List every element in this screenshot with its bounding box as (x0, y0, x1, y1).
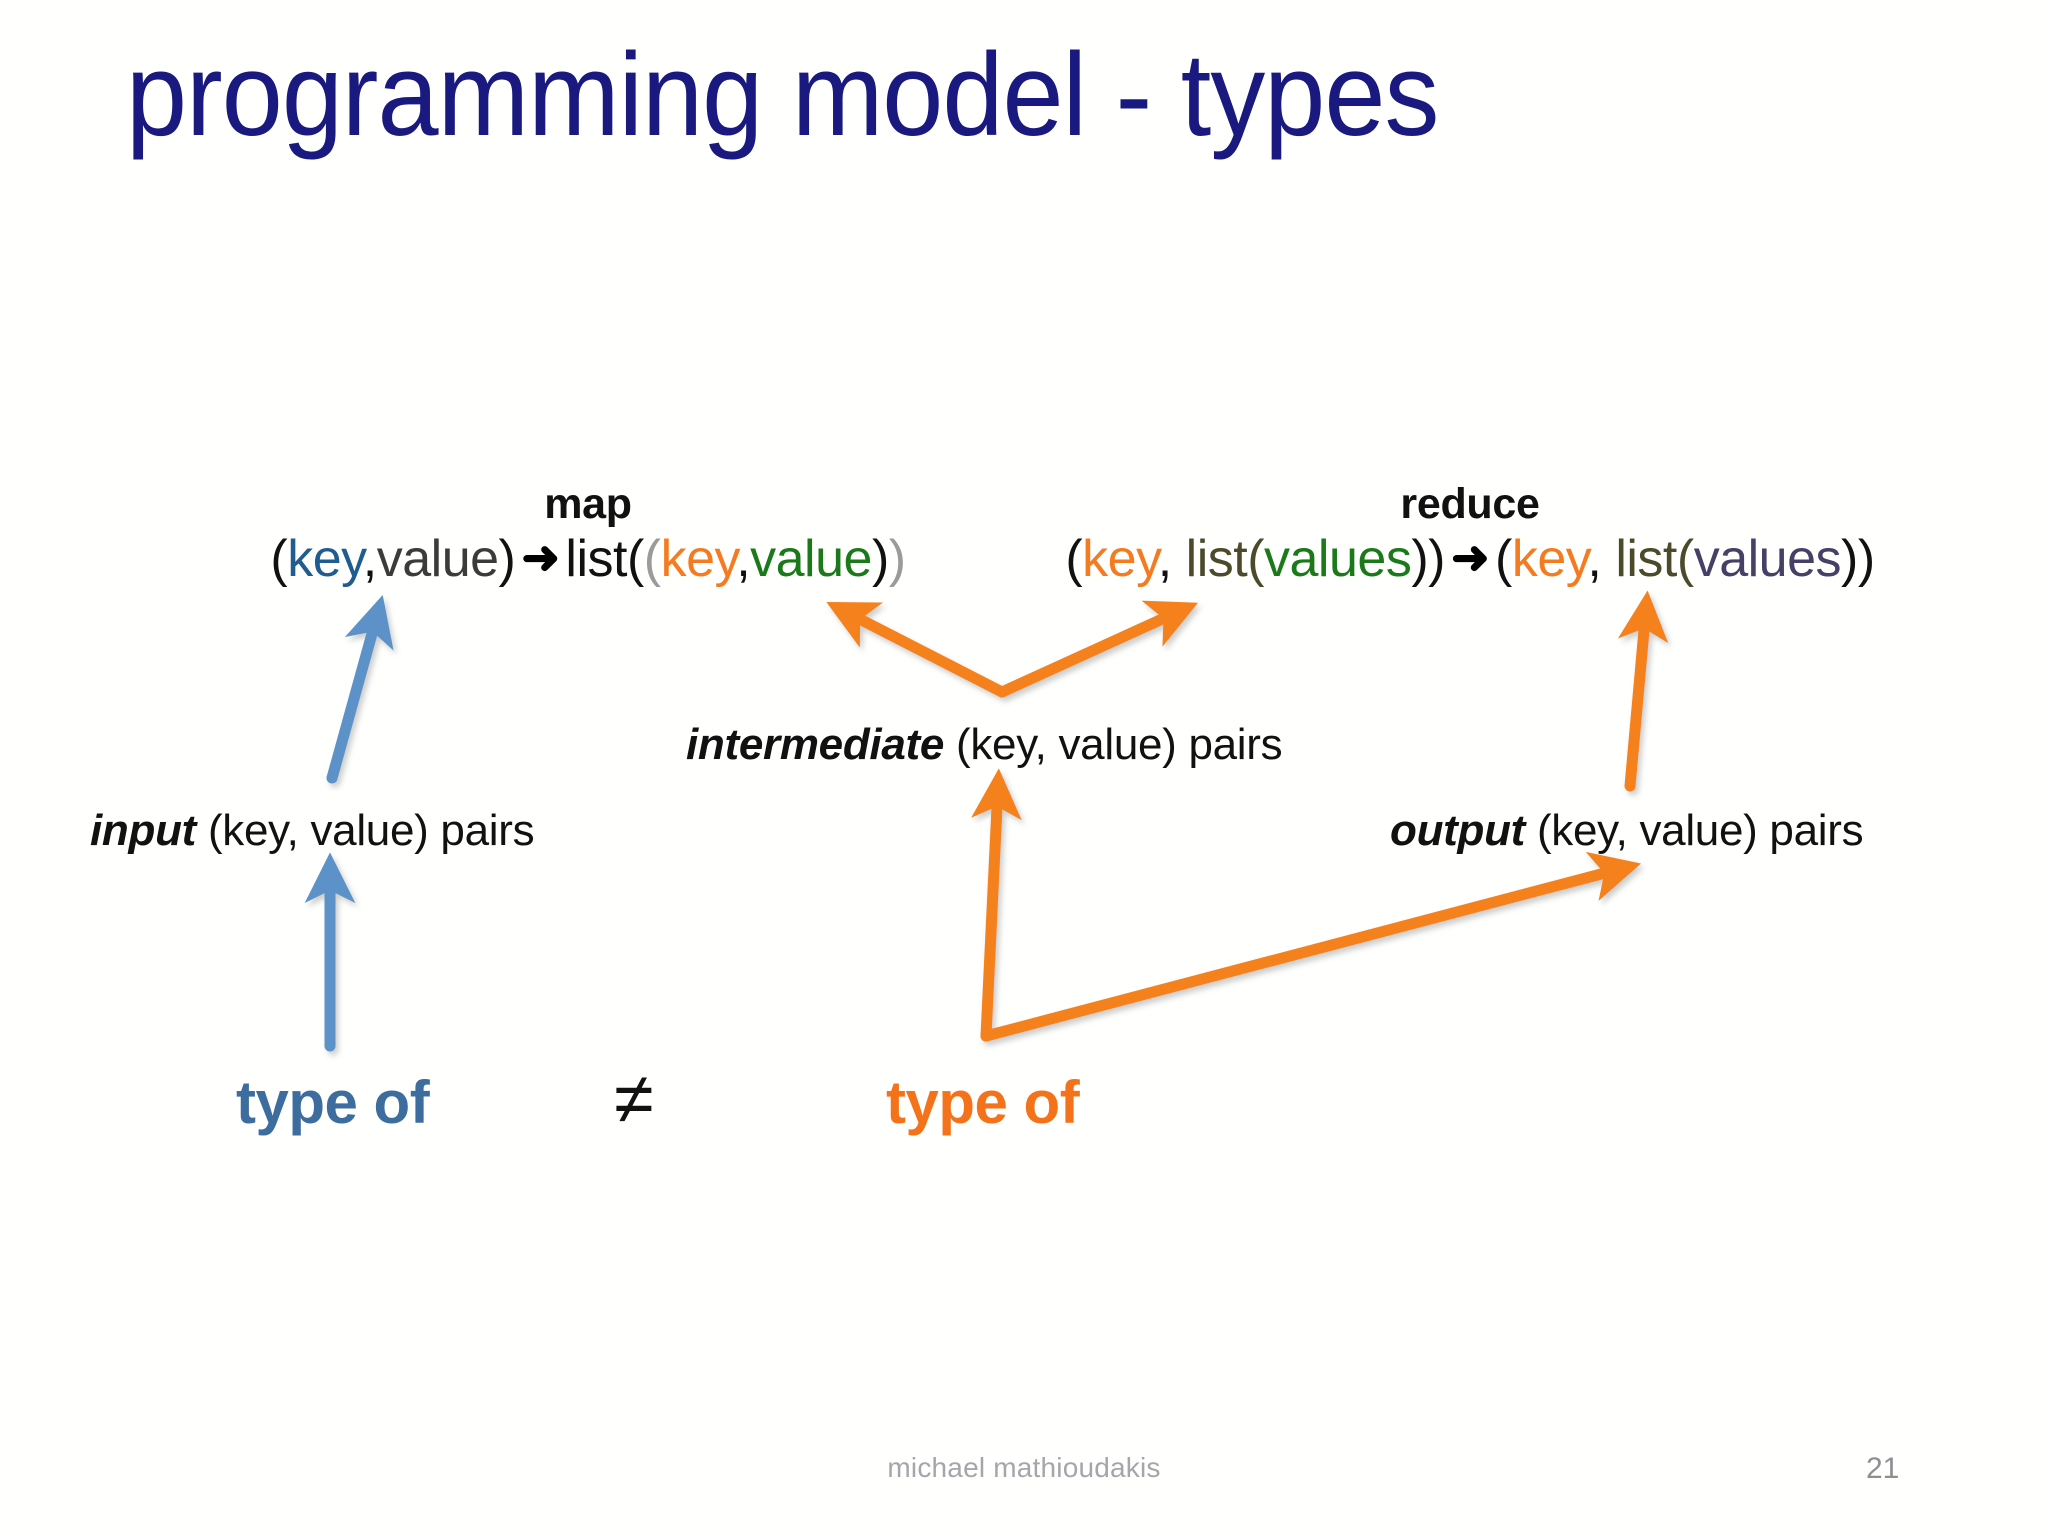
orange-arrow-v-right (996, 600, 1199, 698)
intermediate-emphasis: intermediate (686, 720, 945, 769)
map-function-name: map (544, 480, 632, 528)
reduce-out-key: key (1511, 530, 1588, 589)
map-out-key: key (660, 530, 737, 589)
map-out-comma: , (736, 530, 751, 589)
map-in-open-paren: ( (270, 530, 288, 589)
map-list-word: list( (565, 530, 644, 589)
reduce-out-list: list( (1615, 530, 1694, 589)
footer-author: michael mathioudakis (887, 1452, 1161, 1483)
map-arrow-icon: ➜ (521, 531, 560, 584)
reduce-function-name: reduce (1400, 480, 1540, 528)
output-rest: (key, value) pairs (1525, 806, 1864, 855)
reduce-in-comma: , (1157, 530, 1186, 589)
map-out-open-paren: ( (643, 530, 661, 589)
reduce-function-signature: (key, list(values))➜(key, list(values)) (1040, 529, 1900, 590)
map-in-value: value (376, 530, 499, 589)
orange-arrow-to-output (980, 851, 1642, 1042)
orange-arrow-to-intermediate (971, 768, 1022, 1042)
reduce-in-values: values (1264, 530, 1412, 589)
reduce-in-open-paren: ( (1065, 530, 1083, 589)
orange-arrow-v-left (826, 601, 1008, 698)
type-of-input-label: type of (236, 1069, 430, 1136)
not-equal-icon: ≠ (614, 1059, 654, 1139)
output-pairs-label: output (key, value) pairs (1390, 806, 1864, 856)
map-function-block: map (key,value)➜list((key,value)) (258, 480, 918, 591)
slide-page-number: 21 (1866, 1452, 1900, 1485)
reduce-arrow-icon: ➜ (1450, 531, 1490, 584)
reduce-function-block: reduce (key, list(values))➜(key, list(va… (1040, 480, 1900, 591)
map-list-close: ) (888, 530, 906, 589)
map-in-close-paren: ) (498, 530, 516, 589)
blue-arrow-to-map-input (326, 595, 394, 784)
reduce-in-list: list( (1185, 530, 1265, 589)
intermediate-pairs-label: intermediate (key, value) pairs (686, 720, 1283, 770)
input-rest: (key, value) pairs (196, 806, 535, 855)
reduce-in-key: key (1082, 530, 1158, 589)
map-in-comma: , (362, 530, 377, 589)
reduce-in-close: )) (1411, 530, 1445, 589)
input-emphasis: input (90, 806, 197, 855)
orange-arrow-to-reduce-output (1617, 590, 1669, 792)
output-emphasis: output (1390, 806, 1526, 855)
type-of-intermediate-label: type of (886, 1069, 1080, 1136)
map-out-close-paren: ) (871, 530, 889, 589)
map-out-value: value (750, 530, 872, 589)
input-pairs-label: input (key, value) pairs (90, 806, 535, 856)
page-title: programming model - types (126, 29, 1439, 161)
reduce-out-close: )) (1841, 530, 1875, 589)
reduce-out-open-paren: ( (1495, 530, 1512, 589)
map-function-signature: (key,value)➜list((key,value)) (258, 529, 918, 590)
reduce-out-comma: , (1587, 530, 1616, 589)
reduce-out-values: values (1693, 530, 1842, 589)
intermediate-rest: (key, value) pairs (944, 720, 1283, 769)
map-in-key: key (287, 530, 363, 589)
